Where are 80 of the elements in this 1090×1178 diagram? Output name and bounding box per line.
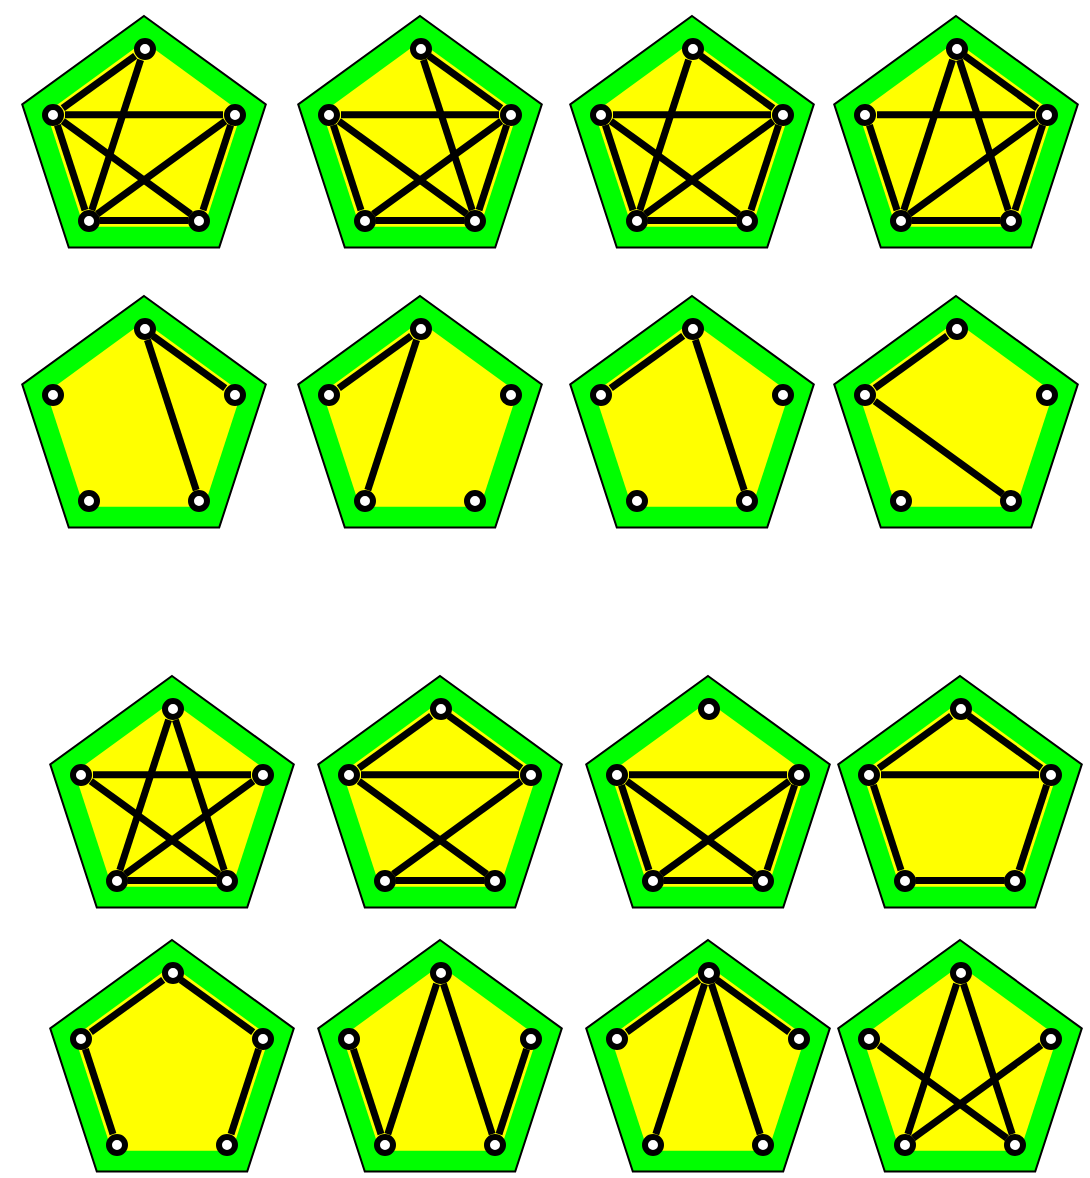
edge-line [341,111,499,119]
edge-line [199,124,234,212]
edge-line [364,338,420,492]
edge-line [960,982,1016,1136]
edge-line [647,217,737,225]
edge-line [618,784,653,872]
edge-line [88,58,144,212]
edge-line [663,877,753,885]
edge-line [95,118,228,218]
edge-line [144,338,200,492]
edge-line [60,118,193,218]
edge-line [624,778,757,878]
edge-line [82,1048,117,1136]
edge-line [93,771,251,779]
edge-line [866,124,901,212]
edge-line [54,124,89,212]
edge-line [624,976,702,1036]
edge-line [356,712,434,772]
edge-line [395,877,485,885]
edge-line [446,712,524,772]
edge-line [361,771,519,779]
edge-line [966,712,1044,772]
edge-line [915,877,1005,885]
edge-line [440,982,496,1136]
edge-line [698,52,776,112]
edge-line [904,982,960,1136]
edge-line [962,52,1040,112]
edge-line [336,118,469,218]
edge-line [763,784,798,872]
edge-line [643,118,776,218]
edge-line [613,111,771,119]
edge-line [60,52,138,112]
edge-line [907,118,1040,218]
edge-line [88,976,166,1036]
edge-line [911,217,1001,225]
edge-line [1011,124,1046,212]
edge-line [636,58,692,212]
edge-line [652,982,708,1136]
edge-line [116,718,172,872]
edge-line [65,111,223,119]
edge-line [88,778,221,878]
edge-line [384,982,440,1136]
edge-line [876,1042,1009,1142]
edge-line [872,398,1005,498]
edge-line [877,111,1035,119]
edge-line [172,718,228,872]
edge-line [330,124,365,212]
edge-line [99,217,189,225]
edge-line [692,338,748,492]
edge-line [475,124,510,212]
edge-line [956,58,1012,212]
edge-line [629,771,787,779]
edge-line [870,784,905,872]
edge-line [350,1048,385,1136]
edge-line [659,778,792,878]
edge-line [391,778,524,878]
edge-line [150,332,228,392]
edge-line [336,332,414,392]
edge-line [881,771,1039,779]
edge-line [714,976,792,1036]
edge-line [602,124,637,212]
edge-line [123,778,256,878]
edge-line [747,124,782,212]
edge-line [608,118,741,218]
edge-line [127,877,217,885]
edge-line [911,1042,1044,1142]
edge-line [227,1048,262,1136]
edge-line [872,332,950,392]
edge-line [356,778,489,878]
edge-line [608,332,686,392]
edge-line [1015,784,1050,872]
edge-line [371,118,504,218]
edge-line [178,976,256,1036]
edge-line [876,712,954,772]
edge-line [375,217,465,225]
edge-line [426,52,504,112]
edge-line [708,982,764,1136]
edge-line [900,58,956,212]
edge-line [495,1048,530,1136]
edge-line [420,58,476,212]
